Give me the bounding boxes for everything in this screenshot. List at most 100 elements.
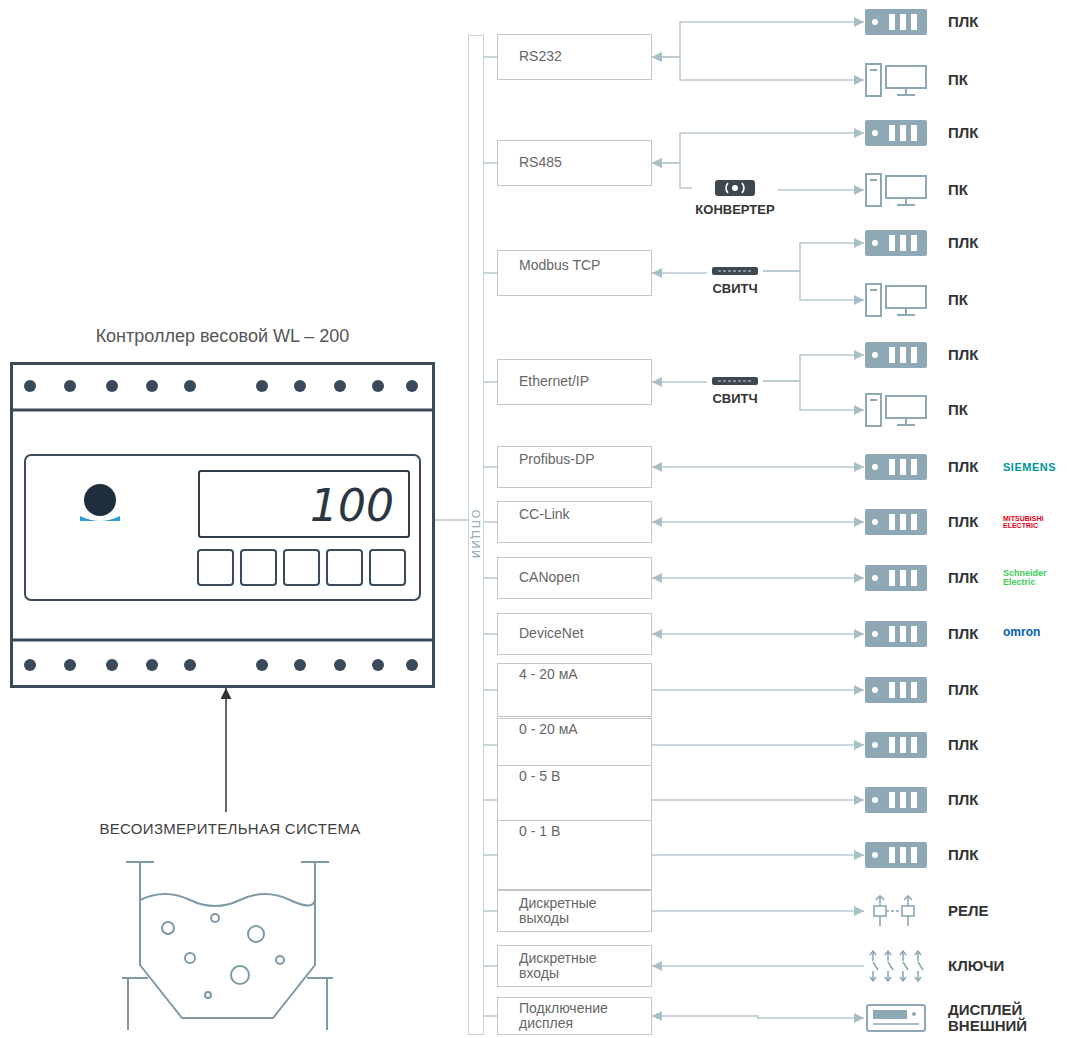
node-label: ДИСПЛЕЙ ВНЕШНИЙ: [948, 1002, 1028, 1035]
plc-device: ПЛК: [864, 728, 982, 762]
network-switch-icon: [710, 265, 760, 277]
connector-line: [484, 162, 497, 164]
interface-option-box: Ethernet/IP: [497, 359, 652, 405]
node-label: ПК: [948, 402, 968, 419]
connector-line: [484, 1015, 497, 1017]
plc-device-icon: [864, 450, 928, 484]
interface-option-box: 0 - 20 мА: [497, 718, 652, 772]
plc-device-icon: [864, 617, 928, 651]
plc-device-icon: [864, 505, 928, 539]
vendor-logo-text: omron: [1003, 626, 1040, 639]
pc-device: ПК: [864, 173, 972, 207]
node-label: РЕЛЕ: [948, 903, 989, 920]
vendor-logo-text: Schneider Electric: [1003, 569, 1073, 588]
terminal-screw: [294, 659, 306, 671]
interface-option-box: Подключение дисплея: [497, 997, 652, 1036]
pc-device: ПК: [864, 63, 972, 97]
node-label: ПЛК: [948, 847, 978, 864]
connector-arrow: [652, 272, 707, 274]
terminal-screw: [184, 659, 196, 671]
node-label: ПЛК: [948, 347, 978, 364]
plc-device: ПЛК: [864, 561, 982, 595]
plc-device: ПЛК: [864, 838, 982, 872]
terminal-screw: [256, 380, 268, 392]
connector-line: [484, 633, 497, 635]
terminal-screw: [64, 659, 76, 671]
interface-option-box: DeviceNet: [497, 613, 652, 655]
plc-device-icon: [864, 673, 928, 707]
plc-device-icon: [864, 728, 928, 762]
plc-device-icon: [864, 338, 928, 372]
plc-device-icon: [864, 226, 928, 260]
connector-arrow: [652, 521, 864, 523]
front-button: [284, 550, 319, 585]
node-label: ПЛК: [948, 459, 978, 476]
terminal-screw: [146, 659, 158, 671]
plc-device-icon: [864, 116, 928, 150]
connector-arrow: [652, 577, 864, 579]
node-label: Дискретные входы: [519, 951, 619, 982]
terminal-screws: [24, 380, 418, 671]
terminal-screw: [184, 380, 196, 392]
node-label: КОНВЕРТЕР: [695, 202, 774, 217]
interface-option-box: CC-Link: [497, 501, 652, 543]
brand-logo: [80, 484, 120, 521]
key-inputs-icon: [864, 949, 928, 983]
terminal-screw: [64, 380, 76, 392]
terminal-screw: [372, 380, 384, 392]
node-label: RS232: [519, 49, 562, 64]
weighing-system: ВЕСОИЗМЕРИТЕЛЬНАЯ СИСТЕМА: [40, 812, 420, 852]
terminal-screw: [294, 380, 306, 392]
node-label: СВИТЧ: [712, 281, 757, 296]
interface-option-box: RS232: [497, 34, 652, 80]
front-button: [198, 550, 233, 585]
external-display: ДИСПЛЕЙ ВНЕШНИЙ: [864, 1000, 1031, 1037]
connector-arrow: [763, 243, 864, 271]
node-label: 0 - 5 В: [519, 769, 560, 784]
interface-option-box: 4 - 20 мА: [497, 663, 652, 717]
pc-device-icon: [864, 283, 928, 317]
connector-arrow: [652, 133, 864, 163]
connector-line: [484, 799, 497, 801]
plc-device: ПЛК: [864, 783, 982, 817]
connector-line: [484, 577, 497, 579]
node-label: Подключение дисплея: [519, 1001, 619, 1032]
node-label: Profibus-DP: [519, 452, 594, 467]
connector-arrow: [652, 57, 864, 80]
node-label: ПЛК: [948, 792, 978, 809]
node-label: ПК: [948, 292, 968, 309]
terminal-screw: [334, 380, 346, 392]
connector-line: [484, 466, 497, 468]
node-label: Modbus TCP: [519, 258, 600, 273]
plc-device-icon: [864, 783, 928, 817]
connector-line: [484, 56, 497, 58]
plc-device-icon: [864, 838, 928, 872]
connector-arrow: [652, 799, 864, 801]
terminal-screw: [24, 380, 36, 392]
key-inputs: КЛЮЧИ: [864, 949, 1008, 983]
connector-arrow: [763, 355, 864, 381]
connector-arrow: [652, 854, 864, 856]
network-switch: СВИТЧ: [707, 265, 763, 296]
plc-device: ПЛК: [864, 505, 982, 539]
node-label: ВЕСОИЗМЕРИТЕЛЬНАЯ СИСТЕМА: [40, 820, 420, 837]
node-label: ПК: [948, 182, 968, 199]
pc-device-icon: [864, 173, 928, 207]
connector-arrow: [652, 163, 692, 188]
terminal-screw: [406, 380, 418, 392]
connector-arrow: [652, 910, 864, 912]
node-label: ПЛК: [948, 570, 978, 587]
node-label: CANopen: [519, 570, 580, 585]
connector-line: [484, 381, 497, 383]
node-label: ПК: [948, 72, 968, 89]
node-label: 4 - 20 мА: [519, 667, 578, 682]
node-label: ПЛК: [948, 682, 978, 699]
connector-arrow: [652, 1016, 864, 1018]
connector-arrow: [225, 688, 227, 812]
connector-line: [484, 744, 497, 746]
plc-device-icon: [864, 5, 928, 39]
node-label: 0 - 1 В: [519, 824, 560, 839]
connector-arrow: [763, 271, 864, 300]
node-label: Дискретные выходы: [519, 896, 619, 927]
